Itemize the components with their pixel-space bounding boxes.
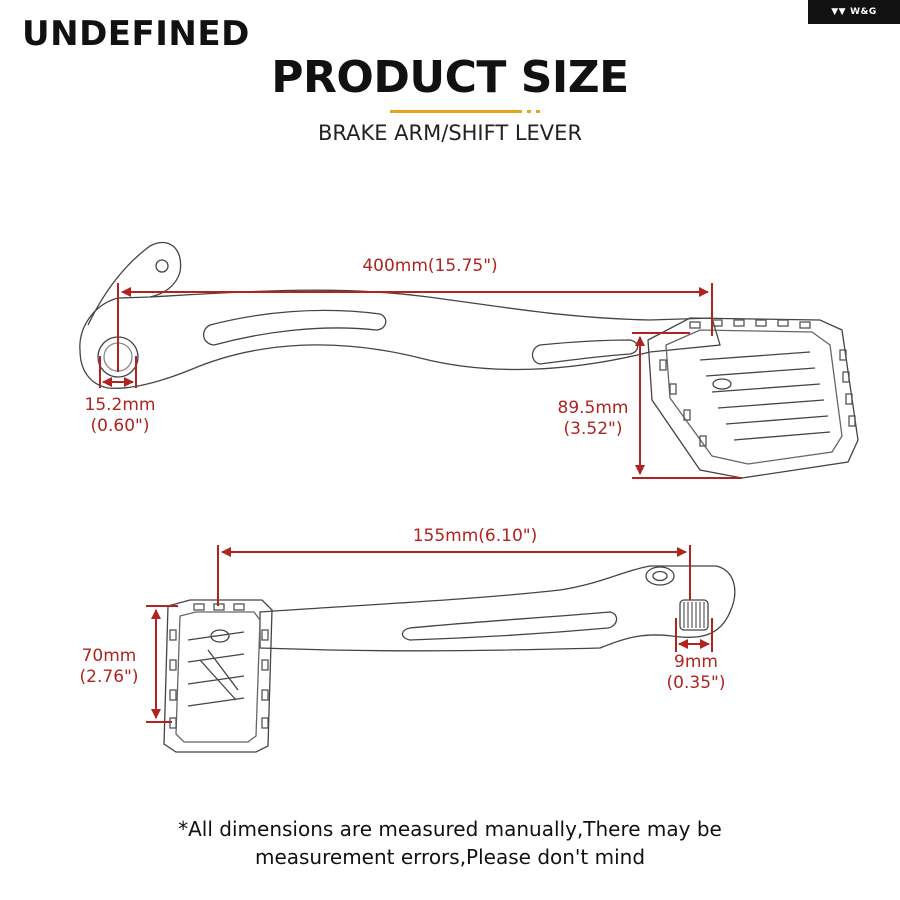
shift-lever-pad-ridges [187, 631, 245, 707]
measurement-note-line-2: measurement errors,Please don't mind [254, 845, 646, 869]
shift-lever-pad [163, 599, 273, 753]
brake-arm-hole-inch: (0.60") [90, 416, 150, 436]
brake-arm-slot [531, 339, 639, 365]
shift-lever-height-mm: 70mm [81, 646, 137, 666]
shift-lever-pivot-inner [652, 570, 668, 582]
title-underline-dot [527, 110, 531, 113]
brand-label: UNDEFINED [22, 14, 250, 54]
measurement-note: *All dimensions are measured manually,Th… [0, 815, 900, 871]
brake-arm-illustration [79, 241, 859, 479]
shift-lever-pad-inner [175, 611, 261, 743]
brake-arm-hole-label: 15.2mm (0.60") [70, 395, 170, 437]
measurement-note-line-1: *All dimensions are measured manually,Th… [178, 817, 722, 841]
logo-icon: ▼▼ [831, 7, 847, 17]
shift-lever-slot [401, 611, 618, 641]
brake-arm-height-inch: (3.52") [563, 419, 623, 439]
shift-lever-height-inch: (2.76") [79, 667, 139, 687]
brake-arm-pad-inner [665, 329, 843, 465]
brake-arm-hole-mm: 15.2mm [84, 395, 156, 415]
shift-lever-shaft-mm: 9mm [674, 652, 718, 672]
page-title: PRODUCT SIZE [271, 52, 629, 103]
brake-arm-pad-ridge [699, 351, 811, 361]
title-underline-dot [536, 110, 540, 113]
brake-arm-pad-ridge [717, 399, 825, 409]
shift-lever-pad-studs [169, 603, 269, 729]
shift-lever-shaft-label: 9mm (0.35") [648, 652, 744, 694]
brake-arm-height-label: 89.5mm (3.52") [543, 398, 643, 440]
shift-lever-height-label: 70mm (2.76") [64, 646, 154, 688]
brake-arm-body [79, 289, 721, 389]
brake-arm-pad [647, 317, 859, 479]
brake-arm-slot [203, 309, 387, 346]
brake-arm-pad-bolt [712, 378, 732, 390]
shift-lever-shaft [679, 599, 709, 631]
brake-arm-pad-ridge [725, 415, 829, 425]
brake-arm-pad-studs [659, 319, 856, 447]
shift-lever-length-label: 155mm(6.10") [412, 526, 538, 546]
brake-arm-length-label: 400mm(15.75") [362, 256, 498, 276]
logo-text: W&G [850, 7, 877, 17]
title-underline [390, 110, 522, 113]
brake-arm-tab-hole [155, 259, 169, 273]
brake-arm-pad-ridge [705, 367, 816, 377]
shift-lever-shaft-inch: (0.35") [666, 673, 726, 693]
brake-arm-tab [87, 241, 182, 326]
shift-lever-pivot [645, 566, 675, 586]
page-subtitle: BRAKE ARM/SHIFT LEVER [317, 121, 583, 145]
brake-arm-pad-ridge [711, 383, 821, 393]
brand-logo: ▼▼W&G [808, 0, 900, 24]
brake-arm-dimensions [99, 283, 742, 479]
shift-lever-dimensions [146, 545, 713, 723]
brake-arm-height-mm: 89.5mm [557, 398, 629, 418]
shift-lever-shaft-knurl [683, 602, 705, 628]
shift-lever-pad-bolt [210, 629, 230, 643]
shift-lever-body [259, 565, 736, 652]
brake-arm-pad-ridge [733, 431, 831, 441]
